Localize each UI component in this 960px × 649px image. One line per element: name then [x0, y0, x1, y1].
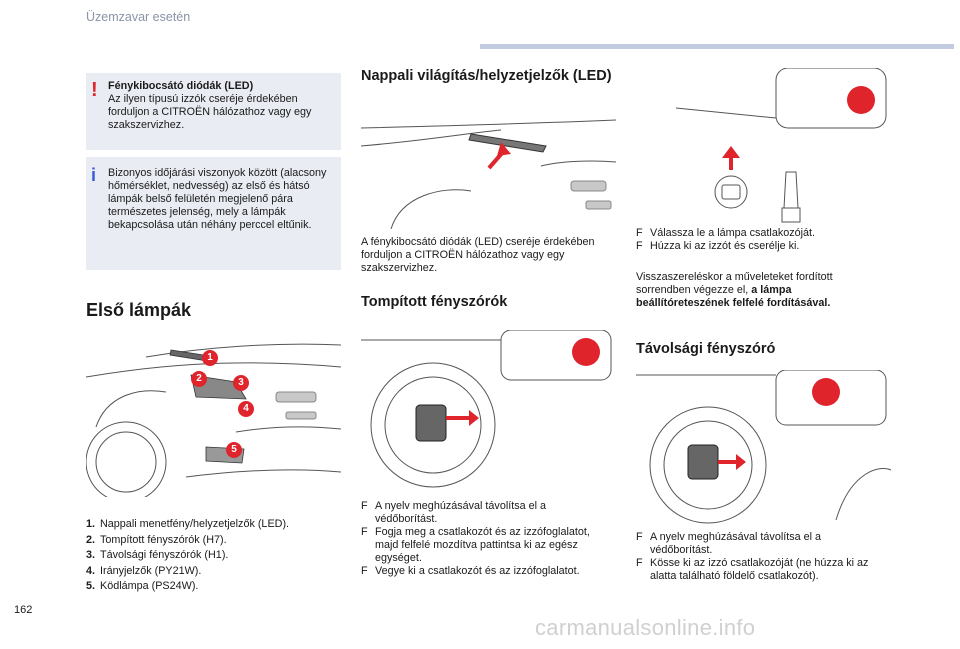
info-note: i Bizonyos időjárási viszonyok között (a… — [86, 157, 341, 270]
front-lamps-illustration: 1 2 3 4 5 — [86, 337, 341, 497]
page-number: 162 — [14, 604, 33, 616]
watermark: carmanualsonline.info — [535, 615, 756, 640]
callout-1: 1 — [202, 350, 218, 366]
warning-note-body: Az ilyen típusú izzók cseréje érdekében … — [108, 93, 312, 131]
daytime-text: A fénykibocsátó diódák (LED) cseréje érd… — [361, 236, 595, 274]
first-lamps-heading: Első lámpák — [86, 300, 192, 320]
list-item: 1.Nappali menetfény/helyzetjelzők (LED). — [86, 518, 290, 530]
callout-5: 5 — [226, 442, 242, 458]
daytime-heading: Nappali világítás/helyzetjelzők (LED) — [361, 68, 612, 84]
dipped-heading: Tompított fényszórók — [361, 294, 508, 310]
list-item: 5.Ködlámpa (PS24W). — [86, 580, 199, 592]
reassembly-text: Visszaszereléskor a műveleteket fordítot… — [636, 271, 833, 309]
warning-note-title: Fénykibocsátó diódák (LED) — [108, 80, 254, 92]
list-item: 3.Távolsági fényszórók (H1). — [86, 549, 229, 561]
dipped-beam-illustration — [361, 330, 616, 490]
callout-2: 2 — [191, 371, 207, 387]
callout-3: 3 — [233, 375, 249, 391]
info-note-body: Bizonyos időjárási viszonyok között (ala… — [108, 167, 327, 231]
info-icon: i — [91, 165, 97, 185]
main-beam-illustration — [636, 370, 891, 525]
warning-note-text: Fénykibocsátó diódák (LED) Az ilyen típu… — [108, 80, 335, 132]
main-beam-heading: Távolsági fényszóró — [636, 341, 776, 357]
list-item: 2.Tompított fényszórók (H7). — [86, 533, 227, 546]
section-header: Üzemzavar esetén — [86, 10, 191, 24]
exclamation-icon: ! — [91, 79, 98, 101]
reassembly-bold: a lámpa beállítóreteszének felfelé fordí… — [636, 284, 831, 309]
warning-note: ! Fénykibocsátó diódák (LED) Az ilyen tí… — [86, 73, 341, 150]
daytime-light-illustration — [361, 116, 616, 229]
lamp-list: 1.Nappali menetfény/helyzetjelzők (LED).… — [86, 517, 341, 595]
bulb-replace-illustration — [636, 68, 891, 228]
callout-4: 4 — [238, 401, 254, 417]
list-item: 4.Irányjelzők (PY21W). — [86, 564, 202, 577]
header-bar — [480, 44, 954, 49]
